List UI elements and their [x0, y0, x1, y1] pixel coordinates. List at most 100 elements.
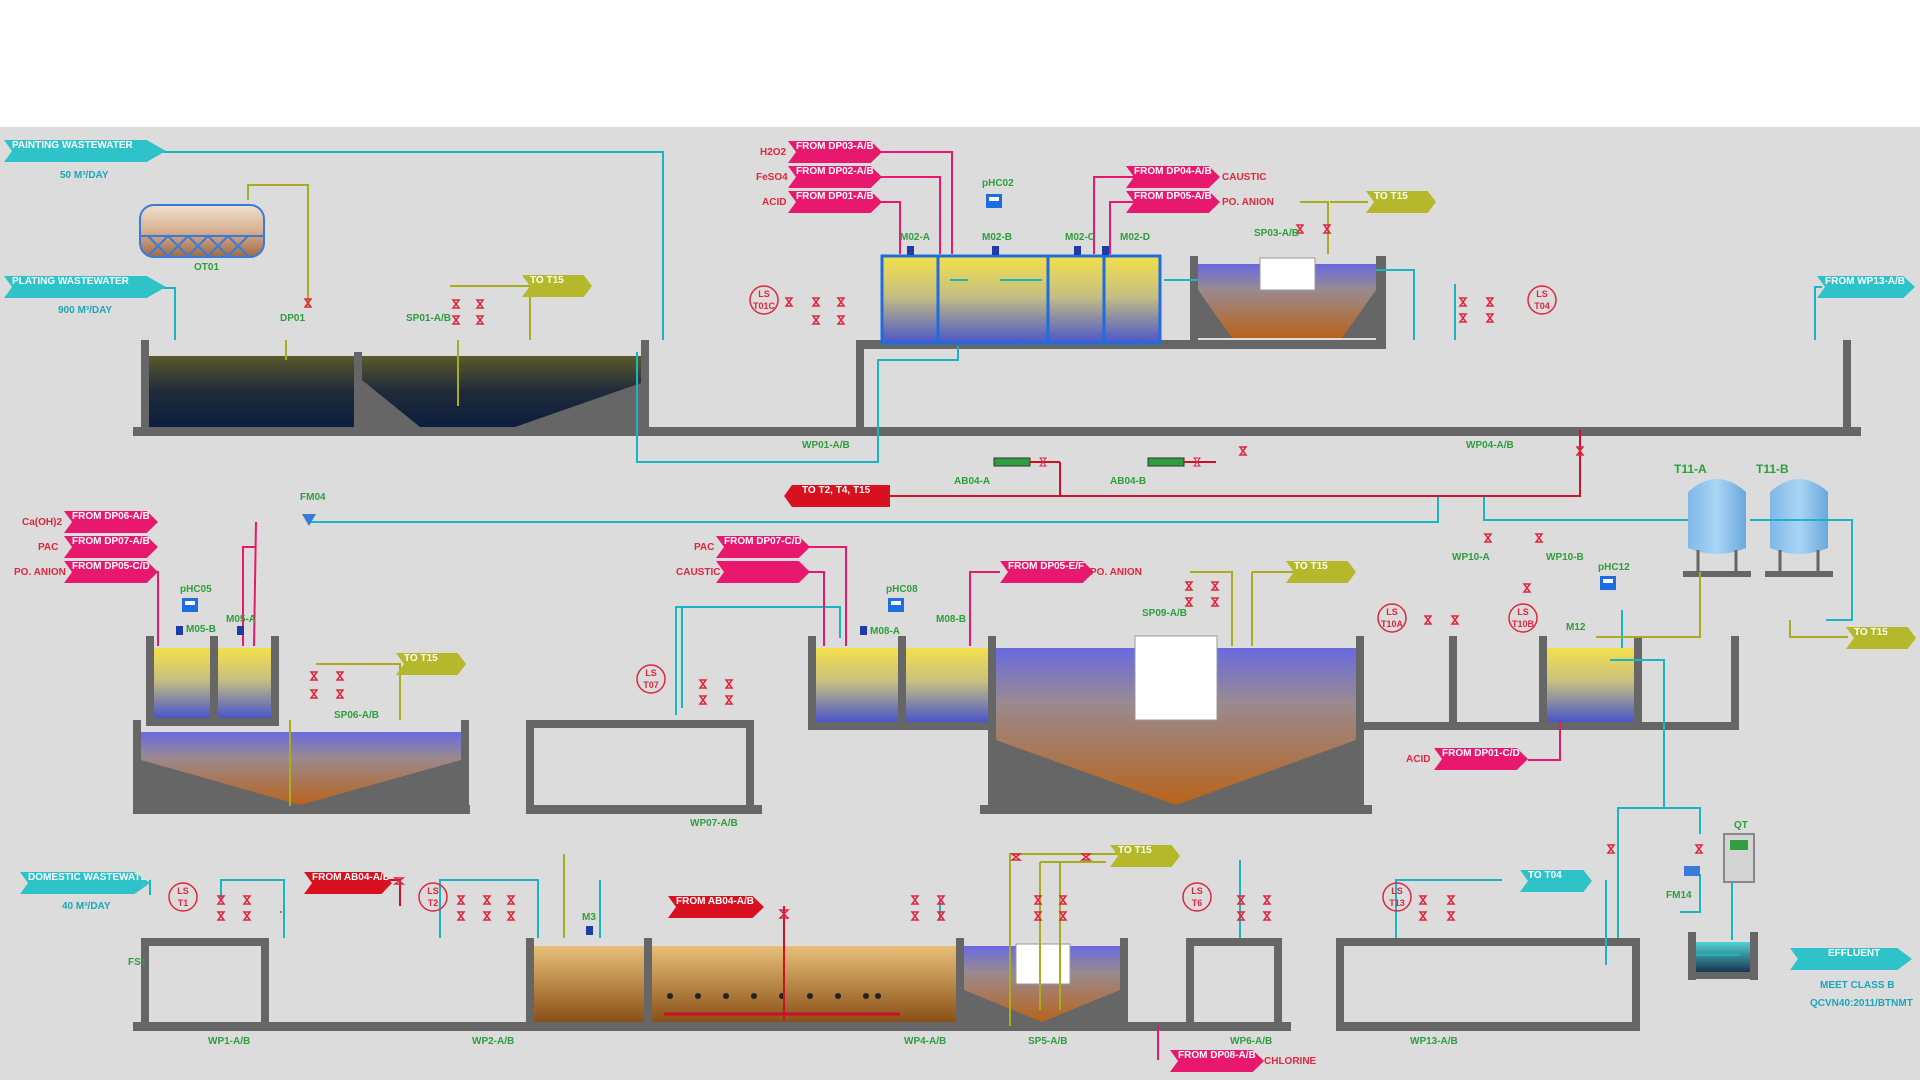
ph-controller-phc02[interactable] [986, 194, 1002, 208]
from-dp07cd-tag: FROM DP07-C/D [716, 536, 810, 558]
to-t15-label-1: TO T15 [530, 275, 564, 286]
ls-prefix: LS [1517, 607, 1529, 617]
ls-t6-label: T6 [1191, 898, 1203, 908]
from-dp07ab-tag: FROM DP07-A/B [64, 536, 158, 558]
painting-rate: 50 M³/DAY [60, 170, 109, 181]
label-sp09: SP09-A/B [1142, 608, 1188, 619]
from-dp04ab-label: FROM DP04-A/B [1134, 166, 1212, 177]
label-sp03: SP03-A/B [1254, 228, 1300, 239]
settling-cone-1 [362, 380, 420, 427]
qt-control-panel[interactable] [1723, 833, 1755, 883]
from-dp08ab-label: FROM DP08-A/B [1178, 1050, 1256, 1061]
from-dp01cd-tag: FROM DP01-C/D [1434, 748, 1528, 770]
to-t15-tag-2: TO T15 [1366, 191, 1436, 213]
label-wp2: WP2-A/B [472, 1036, 515, 1047]
label-m05b: M05-B [186, 624, 217, 635]
ls-prefix: LS [1191, 886, 1203, 896]
from-dp03ab-tag: FROM DP03-A/B [788, 141, 882, 163]
from-ab04ab-tag-2: FROM AB04-A/B [668, 896, 764, 918]
tank-m3 [534, 946, 644, 1022]
ls-t2-label: T2 [427, 898, 439, 908]
to-t15-tag-4: TO T15 [1286, 561, 1356, 583]
label-sp5: SP5-A/B [1028, 1036, 1068, 1047]
chem-h2o2: H2O2 [760, 147, 787, 158]
label-sp06: SP06-A/B [334, 710, 380, 721]
flowmeter-fm14[interactable] [1684, 866, 1700, 876]
chem-caustic-1: CAUSTIC [1222, 172, 1267, 183]
label-wp4: WP4-A/B [904, 1036, 947, 1047]
label-phc08: pHC08 [886, 584, 918, 595]
label-wp07: WP07-A/B [690, 818, 738, 829]
from-dp05ab-tag: FROM DP05-A/B [1126, 191, 1220, 213]
label-wp10a: WP10-A [1452, 552, 1490, 563]
effluent-tag: EFFLUENT [1790, 948, 1912, 970]
ls-prefix: LS [1536, 289, 1548, 299]
from-dp05ef-label: FROM DP05-E/F [1008, 561, 1085, 572]
ls-t07: LS T07 [637, 665, 665, 693]
label-t11a: T11-A [1674, 462, 1707, 476]
mixers[interactable] [176, 246, 1109, 935]
ls-prefix: LS [1386, 607, 1398, 617]
label-fm14: FM14 [1666, 890, 1692, 901]
painting-wastewater-tag: PAINTING WASTEWATER [4, 140, 166, 162]
ph-controller-phc05[interactable] [182, 598, 198, 612]
ph-controller-phc08[interactable] [888, 598, 904, 612]
from-dp07ab-label: FROM DP07-A/B [72, 536, 150, 547]
to-t15-tag-5: TO T15 [1846, 627, 1916, 649]
valves[interactable] [216, 224, 1704, 921]
label-m02d: M02-D [1120, 232, 1151, 243]
from-dp05ef-tag: FROM DP05-E/F [1000, 561, 1094, 583]
tank-m05-a [218, 648, 271, 718]
painting-wastewater-label: PAINTING WASTEWATER [12, 140, 133, 151]
effluent-note-2: QCVN40:2011/BTNMT [1810, 998, 1913, 1009]
to-t04-label: TO T04 [1528, 870, 1562, 881]
label-phc02: pHC02 [982, 178, 1014, 189]
ls-t1-label: T1 [177, 898, 189, 908]
label-ab04a: AB04-A [954, 476, 991, 487]
effluent-note-1: MEET CLASS B [1820, 980, 1895, 991]
ls-prefix: LS [645, 668, 657, 678]
from-dp06ab-tag: FROM DP06-A/B [64, 511, 158, 533]
ls-t07-label: T07 [643, 680, 659, 690]
to-t15-tag-1: TO T15 [522, 275, 592, 297]
label-m05a: M05-A [226, 614, 257, 625]
chem-acid-2: ACID [1406, 754, 1431, 765]
tank-m05-b [154, 648, 210, 718]
settler-sp03 [1198, 264, 1376, 338]
label-sp01: SP01-A/B [406, 313, 452, 324]
label-m3: M3 [582, 912, 596, 923]
chem-po-anion-2: PO. ANION [14, 567, 66, 578]
label-m12: M12 [1566, 622, 1586, 633]
domestic-wastewater-tag: DOMESTIC WASTEWATER [20, 872, 150, 894]
from-dp02ab-label: FROM DP02-A/B [796, 166, 874, 177]
label-dp01: DP01 [280, 313, 306, 324]
lamella-sp03 [1259, 257, 1316, 291]
chem-po-anion-3: PO. ANION [1090, 567, 1142, 578]
ls-prefix: LS [758, 289, 770, 299]
domestic-wastewater-label: DOMESTIC WASTEWATER [28, 872, 155, 883]
blower-ab04-a[interactable] [993, 457, 1060, 467]
to-t04-tag: TO T04 [1520, 870, 1592, 892]
to-t2-t4-t15-label: TO T2, T4, T15 [802, 485, 871, 496]
ph-controller-phc12[interactable] [1600, 576, 1616, 590]
lamella-sp5 [1015, 943, 1071, 985]
flowmeter-fm04[interactable] [302, 514, 316, 526]
from-dp08ab-tag: FROM DP08-A/B [1170, 1050, 1264, 1072]
effluent-label: EFFLUENT [1828, 948, 1881, 959]
to-t15-label-5: TO T15 [1854, 627, 1888, 638]
lamella-sp09 [1134, 635, 1218, 721]
from-dp05cd-label: FROM DP05-C/D [72, 561, 150, 572]
from-dp01cd-label: FROM DP01-C/D [1442, 748, 1520, 759]
from-wp13-label: FROM WP13-A/B [1825, 276, 1905, 287]
tank-m08-b [906, 648, 988, 722]
ls-t13-label: T13 [1389, 898, 1405, 908]
label-wp6: WP6-A/B [1230, 1036, 1273, 1047]
level-switches [168, 285, 1557, 912]
blower-ab04-b[interactable] [1147, 457, 1216, 467]
